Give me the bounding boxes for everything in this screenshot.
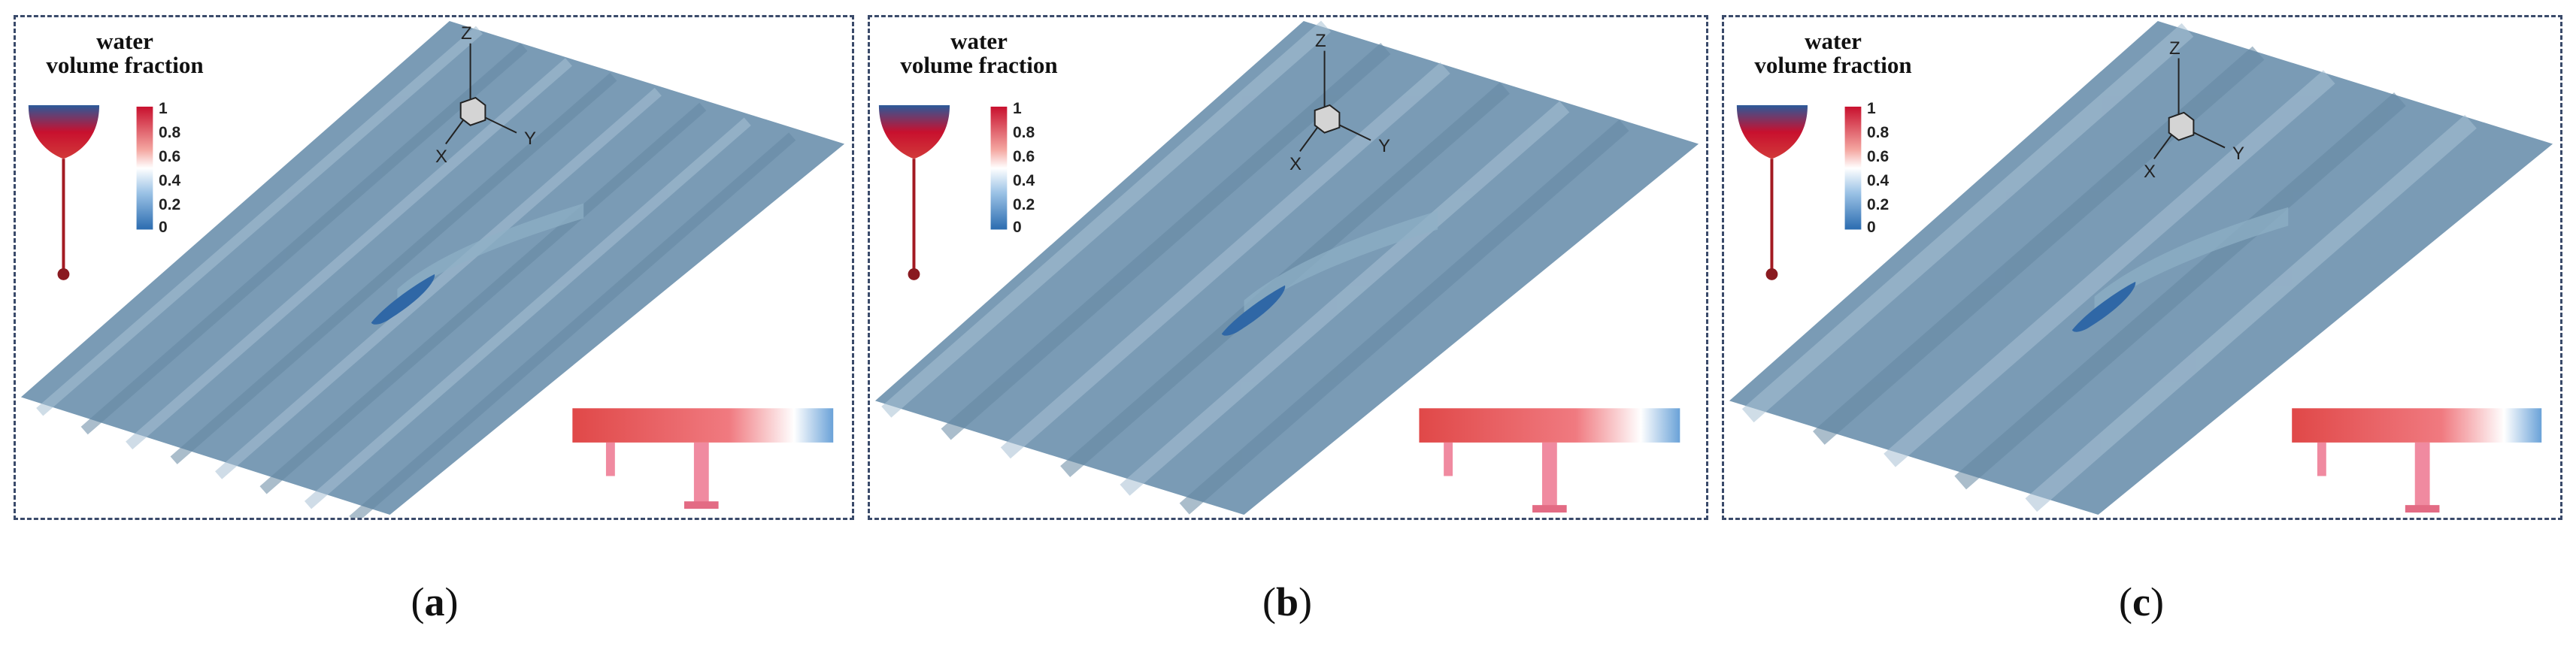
axis-triad [445, 43, 517, 145]
axis-triad [1299, 50, 1371, 152]
tick-0-8: 0.8 [1867, 124, 1890, 141]
side-view-hull [572, 408, 834, 443]
wave-crests [36, 26, 796, 518]
tick-0: 0 [159, 219, 168, 236]
color-bar [1844, 106, 1862, 230]
legend-title: water volume fraction [46, 28, 204, 78]
side-view-hull [2292, 408, 2542, 443]
tick-0-2: 0.2 [159, 196, 181, 213]
legend-title: water volume fraction [900, 28, 1058, 78]
tick-0-8: 0.8 [1013, 124, 1035, 141]
axis-x-label: X [435, 147, 448, 167]
tick-1: 1 [1867, 100, 1876, 117]
ship-hull [371, 274, 435, 325]
tick-0: 0 [1867, 219, 1876, 236]
wave-crests [1741, 23, 2477, 512]
caption-b: (b) [1262, 579, 1312, 624]
axis-y-label: Y [2232, 144, 2245, 164]
caption-c: (c) [2119, 579, 2164, 624]
ship-hull [1221, 285, 1286, 336]
tick-0: 0 [1013, 219, 1022, 236]
tick-0-6: 0.6 [159, 148, 181, 165]
ship-hull [2071, 281, 2136, 332]
panel-a: water volume fraction 1 0.8 0.6 0.4 0.2 … [14, 15, 854, 520]
axis-x-label: X [1290, 154, 1302, 174]
wave-surface-render-b [874, 20, 1699, 515]
legend-title: water volume fraction [1754, 28, 1912, 78]
hull-section-view [1736, 104, 1808, 159]
axis-y-label: Y [1378, 136, 1391, 156]
axis-y-label: Y [524, 128, 537, 149]
axis-z-label: Z [461, 23, 472, 44]
tick-1: 1 [159, 100, 168, 117]
side-view-hull [1419, 408, 1680, 443]
tick-0-4: 0.4 [1867, 172, 1890, 189]
tick-0-2: 0.2 [1013, 196, 1035, 213]
hull-section-view [28, 104, 100, 159]
tick-0-4: 0.4 [1013, 172, 1035, 189]
axis-z-label: Z [1315, 31, 1326, 51]
axis-x-label: X [2144, 162, 2156, 182]
tick-0-8: 0.8 [159, 124, 181, 141]
hull-section-view [878, 104, 950, 159]
color-bar [136, 106, 153, 230]
color-bar [990, 106, 1008, 230]
wave-surface-render-a [20, 20, 845, 518]
tick-0-4: 0.4 [159, 172, 181, 189]
tick-0-2: 0.2 [1867, 196, 1890, 213]
caption-a: (a) [411, 579, 459, 624]
panel-c: water volume fraction 1 0.8 0.6 0.4 0.2 … [1722, 15, 2562, 520]
wave-surface-render-c [1729, 20, 2553, 515]
panel-b: water volume fraction 1 0.8 0.6 0.4 0.2 … [868, 15, 1708, 520]
axis-triad [2153, 58, 2226, 159]
tick-0-6: 0.6 [1013, 148, 1035, 165]
axis-z-label: Z [2169, 38, 2181, 59]
tick-0-6: 0.6 [1867, 148, 1890, 165]
tick-1: 1 [1013, 100, 1022, 117]
